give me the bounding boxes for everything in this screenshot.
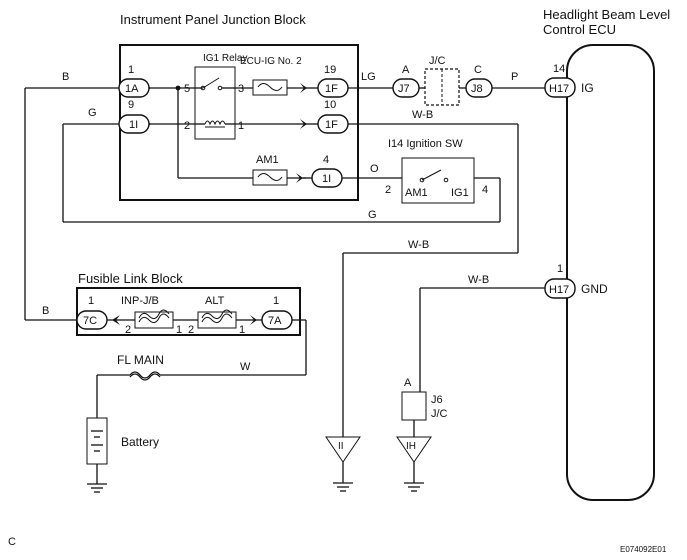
pin-1a: 1	[128, 64, 134, 76]
wire-lg: LG	[361, 71, 376, 83]
inp-pin-2: 2	[125, 324, 131, 336]
connector-1a: 1A	[118, 78, 150, 98]
connector-1i-am1: 1I	[311, 168, 343, 188]
ecu-pin-ig: IG	[581, 81, 594, 95]
ecu-outline	[566, 44, 655, 501]
fuse-fl-main-label: FL MAIN	[117, 353, 164, 367]
wire-wb-top: W-B	[412, 109, 433, 121]
wire-wb-gnd: W-B	[468, 274, 489, 286]
wire-b-top: B	[62, 71, 69, 83]
corner-label-c: C	[8, 536, 16, 548]
svg-text:7C: 7C	[83, 315, 97, 327]
connector-j6-label: J6	[431, 394, 443, 406]
connector-h17-gnd: H17	[544, 278, 576, 299]
figure-code: E074092E01	[620, 545, 667, 554]
connector-j7: J7	[392, 78, 420, 98]
connector-1f-top: 1F	[317, 78, 349, 98]
svg-text:J8: J8	[471, 83, 483, 95]
j6-box	[401, 391, 427, 421]
pin-1i-9: 9	[128, 99, 134, 111]
pin-7a-1: 1	[273, 295, 279, 307]
fuse-fl-main	[129, 371, 161, 379]
fusible-link-block-outline	[76, 287, 301, 336]
svg-text:H17: H17	[549, 284, 569, 296]
pin-h17-14: 14	[553, 63, 565, 75]
fuse-ecu-ig2-label: ECU-IG No. 2	[240, 56, 302, 67]
relay-pin-1: 1	[238, 120, 244, 132]
pin-j8-c: C	[474, 64, 482, 76]
sw-pin-2: 2	[385, 184, 391, 196]
pin-j6-a: A	[404, 377, 412, 389]
pin-7c-1: 1	[88, 295, 94, 307]
connector-j8: J8	[465, 78, 493, 98]
wire-b-bottom: B	[42, 305, 49, 317]
pin-j7-a: A	[402, 64, 410, 76]
battery-box	[86, 417, 108, 465]
relay-pin-3: 3	[238, 83, 244, 95]
ecu-title-line2: Control ECU	[543, 22, 616, 37]
ig1-relay-box	[194, 66, 236, 140]
fuse-inp-jb-label: INP-J/B	[121, 295, 159, 307]
ground-ih-icon	[404, 482, 424, 492]
wire-p: P	[511, 71, 518, 83]
ground-ih-label: IH	[406, 441, 416, 452]
ig1-relay-label: IG1 Relay	[203, 53, 247, 64]
wire-wb-mid: W-B	[408, 239, 429, 251]
alt-pin-2: 2	[188, 324, 194, 336]
ground-battery-icon	[87, 483, 107, 493]
ignition-sw-box	[401, 157, 475, 204]
connector-arrows	[144, 83, 307, 183]
battery-icon	[91, 430, 103, 452]
wire-g-top: G	[88, 107, 97, 119]
relay-pin-5: 5	[184, 83, 190, 95]
sw-pin-4: 4	[482, 184, 488, 196]
connector-1f-mid: 1F	[317, 114, 349, 134]
svg-text:1I: 1I	[129, 119, 138, 131]
sw-terminal-am1: AM1	[405, 187, 428, 199]
pin-1f-10: 10	[324, 99, 336, 111]
svg-text:J7: J7	[398, 83, 410, 95]
ground-ii-label: II	[338, 441, 344, 452]
sw-terminal-ig1: IG1	[451, 187, 469, 199]
jc-top-label: J/C	[429, 55, 446, 67]
alt-pin-1: 1	[239, 324, 245, 336]
wire-w: W	[240, 361, 251, 373]
fusible-link-block-title: Fusible Link Block	[78, 271, 183, 286]
junction-block-title: Instrument Panel Junction Block	[120, 12, 306, 27]
connector-7a: 7A	[261, 310, 293, 330]
jc-j6-label: J/C	[431, 408, 448, 420]
svg-text:1F: 1F	[325, 83, 338, 95]
ignition-sw-label: I14 Ignition SW	[388, 138, 463, 150]
wire-g-bottom: G	[368, 209, 377, 221]
connector-h17-ig: H17	[544, 77, 576, 98]
wire-o: O	[370, 163, 379, 175]
svg-text:1I: 1I	[322, 173, 331, 185]
ground-ii-triangle	[325, 436, 361, 463]
battery-label: Battery	[121, 435, 159, 449]
ecu-title-line1: Headlight Beam Level	[543, 7, 670, 22]
relay-coil-icon	[204, 120, 226, 126]
ground-ii-icon	[333, 482, 353, 492]
ground-ih-triangle	[396, 436, 432, 463]
pin-1i-4: 4	[323, 154, 329, 166]
fuse-alt-label: ALT	[205, 295, 225, 307]
pin-1f-19: 19	[324, 64, 336, 76]
pin-h17-1: 1	[557, 263, 563, 275]
svg-text:1F: 1F	[325, 119, 338, 131]
relay-pin-2: 2	[184, 120, 190, 132]
connector-7c: 7C	[76, 310, 108, 330]
inp-pin-1: 1	[176, 324, 182, 336]
ecu-pin-gnd: GND	[581, 282, 608, 296]
connector-1i-left: 1I	[118, 114, 150, 134]
svg-text:H17: H17	[549, 83, 569, 95]
svg-text:7A: 7A	[268, 315, 282, 327]
svg-text:1A: 1A	[125, 83, 139, 95]
fuse-am1-label: AM1	[256, 154, 279, 166]
